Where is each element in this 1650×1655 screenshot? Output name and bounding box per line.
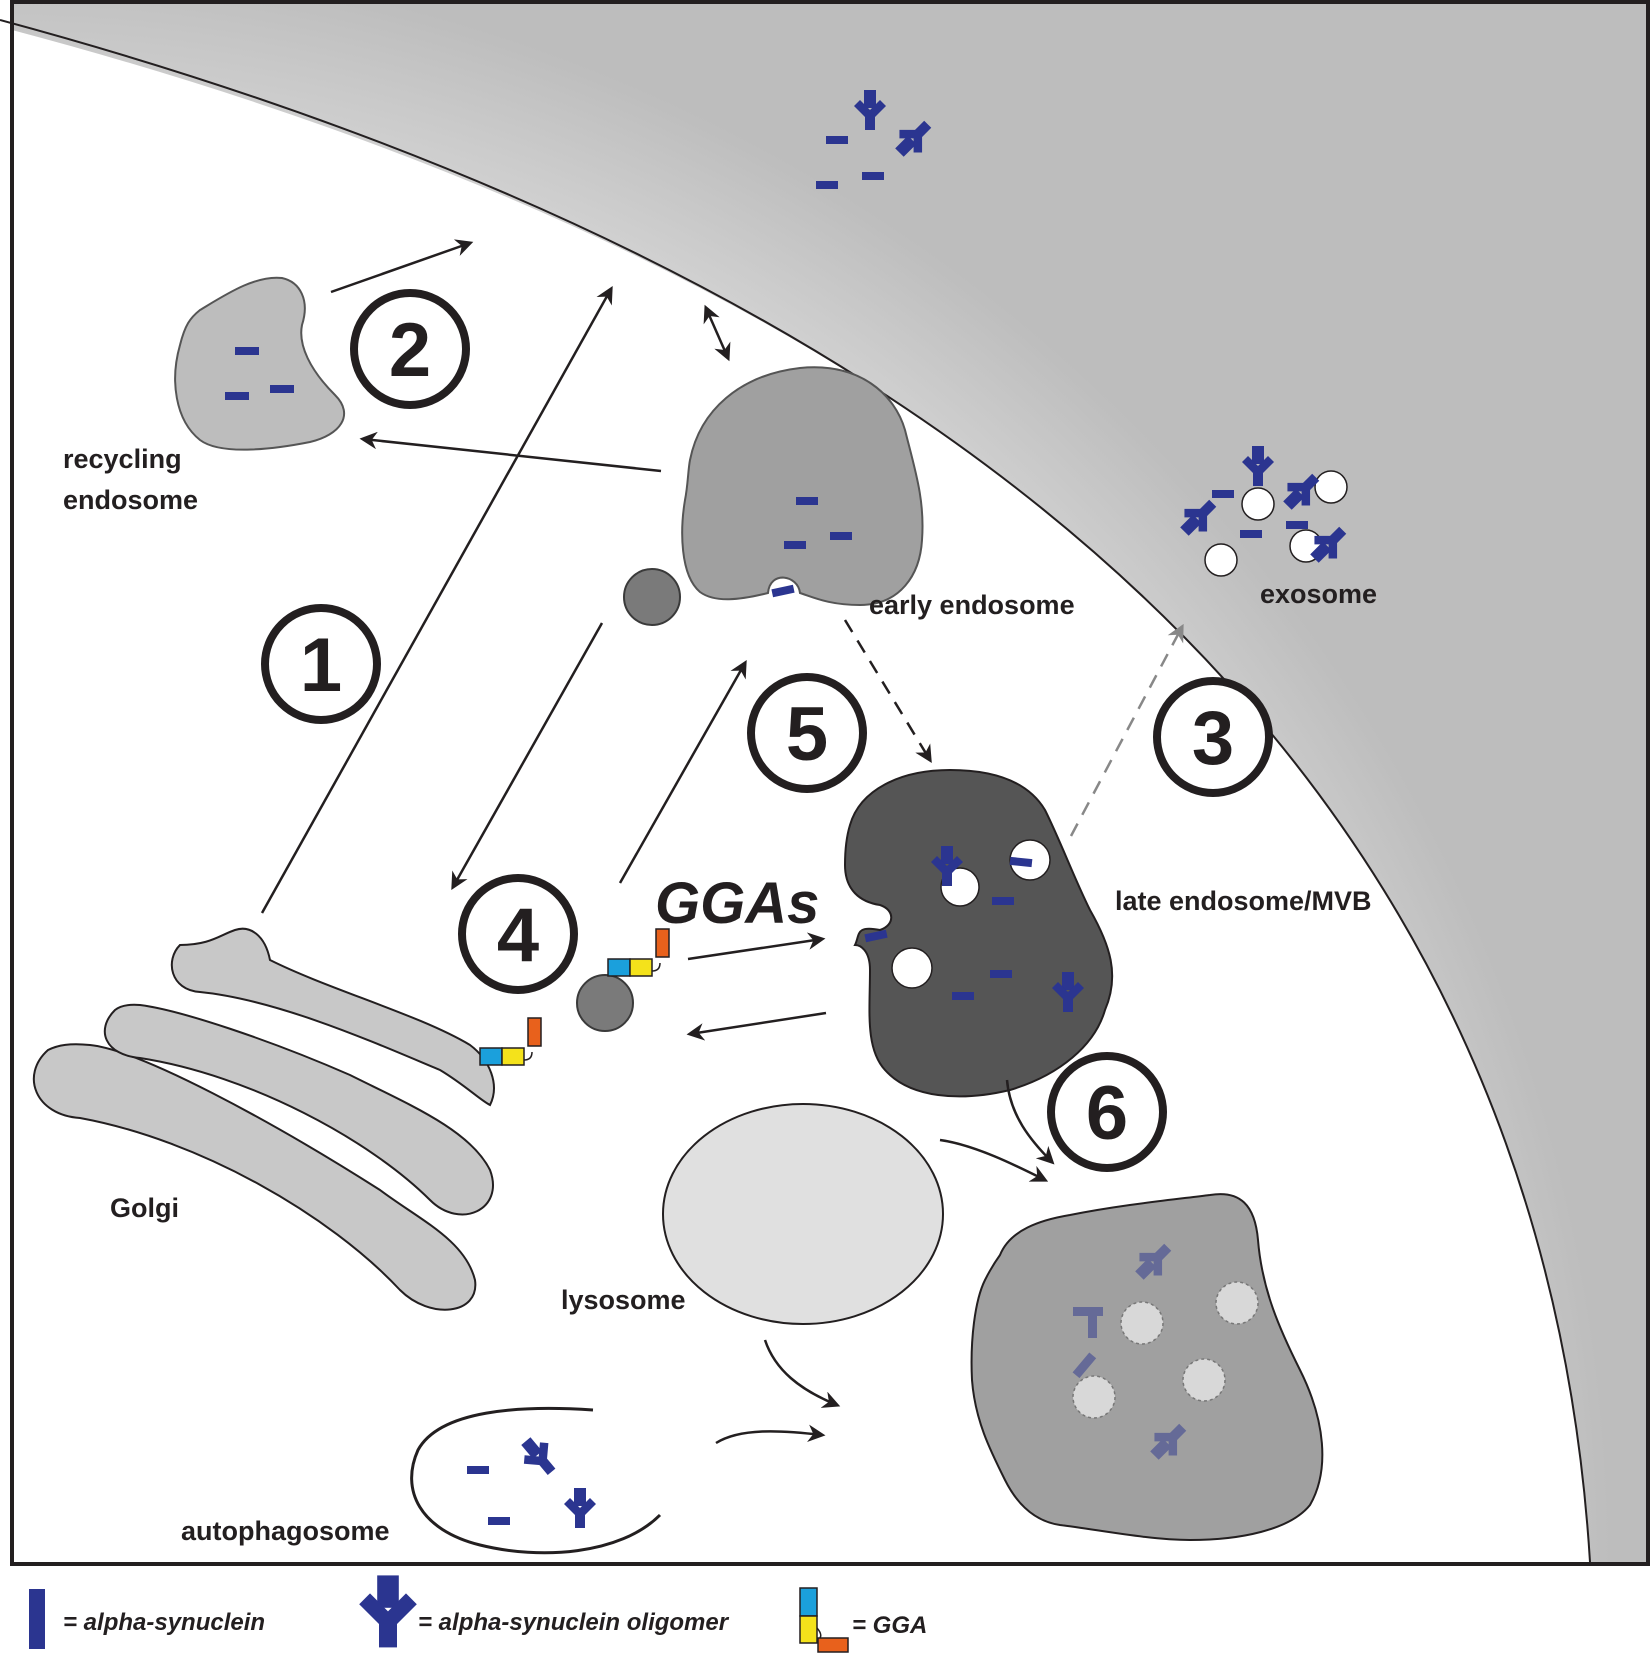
- golgi: [32, 927, 542, 1311]
- exosome-cluster: [1173, 446, 1355, 577]
- step-3-marker: 3: [1153, 677, 1273, 797]
- plasma-membrane: [12, 2, 1648, 1562]
- transport-vesicle: [623, 568, 681, 626]
- legend-alpha-synuclein-label: = alpha-synuclein: [63, 1609, 265, 1636]
- step-2-marker: 2: [350, 289, 470, 409]
- recycling-endosome-label-line2: endosome: [63, 485, 198, 515]
- golgi-label: Golgi: [110, 1193, 179, 1223]
- svg-text:2: 2: [389, 308, 431, 393]
- early-endosome: [681, 366, 924, 607]
- step-5-marker: 5: [747, 673, 867, 793]
- late-endosome-mvb: [843, 768, 1114, 1098]
- pathway-arrows: [260, 239, 1055, 1445]
- svg-text:4: 4: [497, 893, 539, 978]
- legend: = alpha-synuclein = alpha-synuclein olig…: [29, 1575, 927, 1653]
- legend-gga-label: = GGA: [852, 1612, 927, 1639]
- legend-gga-icon: [799, 1587, 849, 1653]
- svg-text:1: 1: [300, 623, 342, 708]
- exosome-label: exosome: [1260, 579, 1377, 609]
- gga-vesicle: [576, 974, 634, 1032]
- recycling-endosome: [174, 276, 346, 451]
- autophagosome-label: autophagosome: [181, 1516, 390, 1546]
- recycling-endosome-label-line1: recycling: [63, 444, 182, 474]
- lysosome-label: lysosome: [561, 1285, 686, 1315]
- legend-oligomer-label: = alpha-synuclein oligomer: [418, 1609, 730, 1636]
- autolysosome: [970, 1193, 1324, 1542]
- svg-text:5: 5: [786, 692, 828, 777]
- step-4-marker: 4: [458, 874, 578, 994]
- step-markers: 1 2 3 4 5 6: [261, 289, 1273, 1172]
- autophagosome: [410, 1406, 662, 1555]
- early-endosome-label: early endosome: [869, 590, 1075, 620]
- lysosome: [662, 1103, 944, 1325]
- step-1-marker: 1: [261, 604, 381, 724]
- ggas-label: GGAs: [655, 871, 819, 936]
- step-6-marker: 6: [1047, 1052, 1167, 1172]
- svg-text:6: 6: [1086, 1071, 1128, 1156]
- svg-text:3: 3: [1192, 696, 1234, 781]
- legend-alpha-synuclein-icon: [29, 1589, 45, 1649]
- late-endosome-label: late endosome/MVB: [1115, 886, 1372, 916]
- exosome-release-arrow: [1069, 623, 1184, 837]
- extracellular-synuclein: [816, 90, 940, 189]
- legend-oligomer-icon: [359, 1575, 417, 1648]
